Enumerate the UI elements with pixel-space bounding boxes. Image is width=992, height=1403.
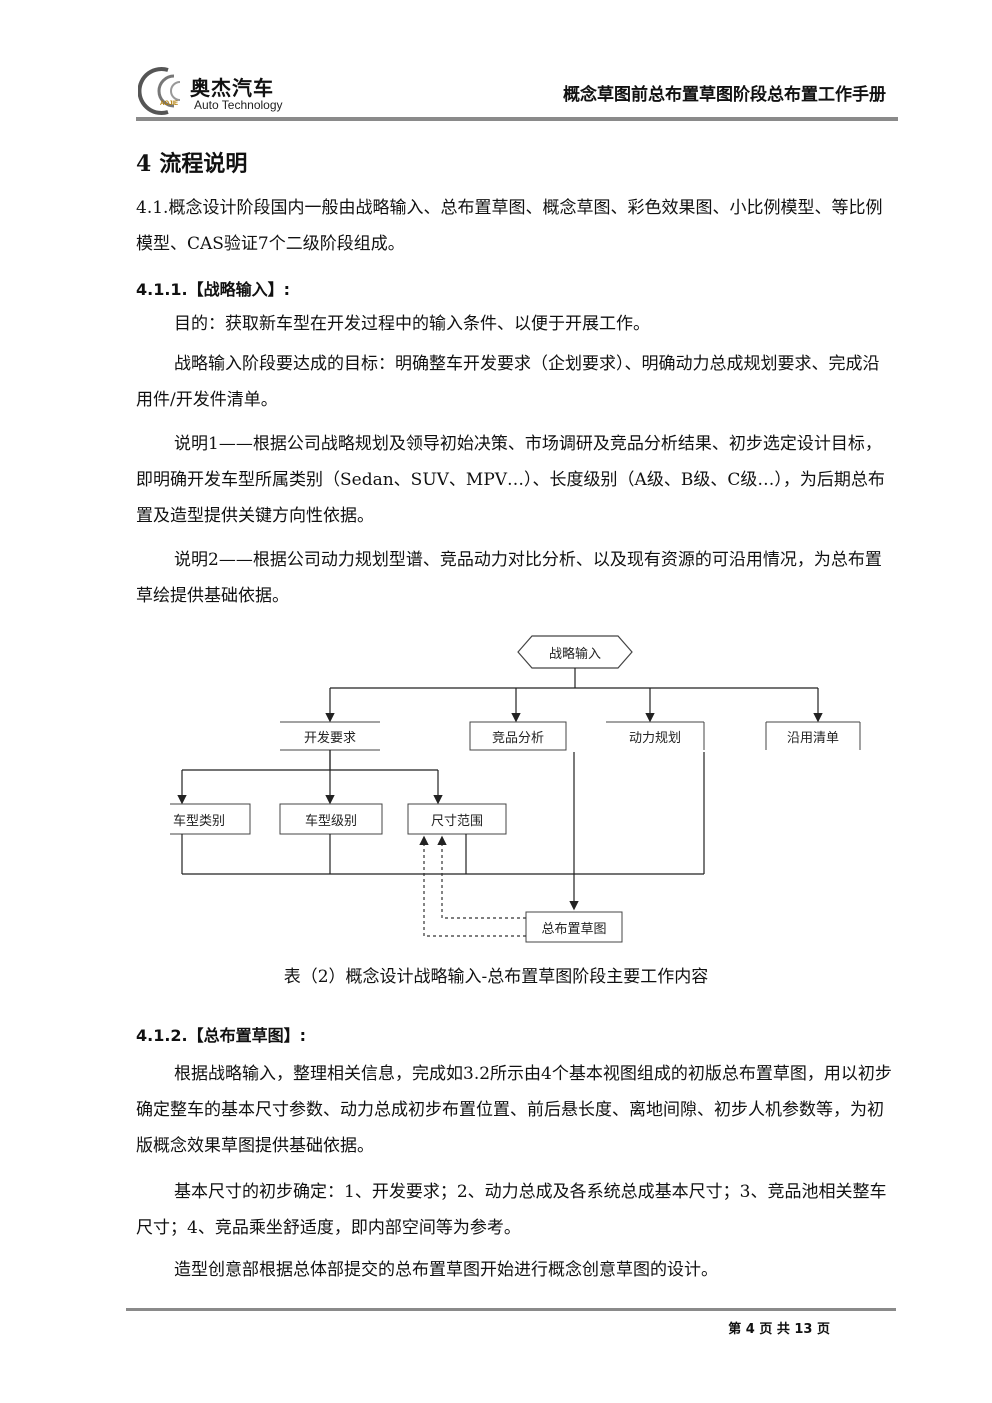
paragraph-goal: 目的：获取新车型在开发过程中的输入条件、以便于开展工作。 xyxy=(174,314,650,334)
paragraph-styling: 造型创意部根据总体部提交的总布置草图开始进行概念创意草图的设计。 xyxy=(174,1260,718,1280)
logo-brand-cn: 奥杰汽车 xyxy=(190,76,274,100)
node-powertrain-plan: 动力规划 xyxy=(628,730,681,746)
header-divider xyxy=(136,117,898,121)
node-vehicle-class: 车型级别 xyxy=(304,813,357,829)
page-number: 第 4 页 共 13 页 xyxy=(728,1322,830,1337)
node-layout-sketch: 总布置草图 xyxy=(541,921,607,937)
diagram-caption: 表（2）概念设计战略输入-总布置草图阶段主要工作内容 xyxy=(283,967,709,987)
paragraph-note-1: 说明1——根据公司战略规划及领导初始决策、市场调研及竞品分析结果、初步选定设计目… xyxy=(136,434,885,526)
paragraph-4-1: 4.1.概念设计阶段国内一般由战略输入、总布置草图、概念草图、彩色效果图、小比例… xyxy=(136,198,883,254)
logo-mark-icon xyxy=(137,67,181,115)
section-title: 流程说明 xyxy=(159,152,248,177)
paragraph-note-2: 说明2——根据公司动力规划型谱、竞品动力对比分析、以及现有资源的可沿用情况，为总… xyxy=(136,550,882,606)
paragraph-target: 战略输入阶段要达成的目标：明确整车开发要求（企划要求）、明确动力总成规划要求、完… xyxy=(136,354,880,410)
node-vehicle-type: 车型类别 xyxy=(172,813,225,829)
logo-brand-en: Auto Technology xyxy=(194,98,283,112)
node-dev-requirements: 开发要求 xyxy=(303,730,356,746)
section-heading: 4 流程说明 xyxy=(136,146,247,178)
section-number: 4 xyxy=(136,151,152,177)
node-size-range: 尺寸范围 xyxy=(430,813,483,829)
node-competitor-analysis: 竞品分析 xyxy=(491,730,544,746)
logo-tiny-text: AOJIE xyxy=(160,101,179,107)
paragraph-layout-sketch: 根据战略输入，整理相关信息，完成如3.2所示由4个基本视图组成的初版总布置草图，… xyxy=(136,1064,892,1156)
node-carryover-list: 沿用清单 xyxy=(786,730,839,746)
footer-divider xyxy=(126,1308,896,1311)
flow-connectors xyxy=(170,635,861,943)
paragraph-basic-dimensions: 基本尺寸的初步确定：1、开发要求；2、动力总成及各系统总成基本尺寸；3、竞品池相… xyxy=(136,1182,887,1238)
document-title: 概念草图前总布置草图阶段总布置工作手册 xyxy=(563,85,886,105)
strategy-flow-diagram: 战略输入 开发要求 竞品分析 动力规划 沿用清单 车型类别 车型级别 尺寸范围 … xyxy=(170,628,890,948)
node-strategy-input: 战略输入 xyxy=(548,646,601,662)
heading-4-1-2: 4.1.2.【总布置草图】: xyxy=(136,1026,307,1045)
heading-4-1-1: 4.1.1.【战略输入】: xyxy=(136,280,291,299)
company-logo: AOJIE 奥杰汽车 Auto Technology xyxy=(137,64,328,118)
